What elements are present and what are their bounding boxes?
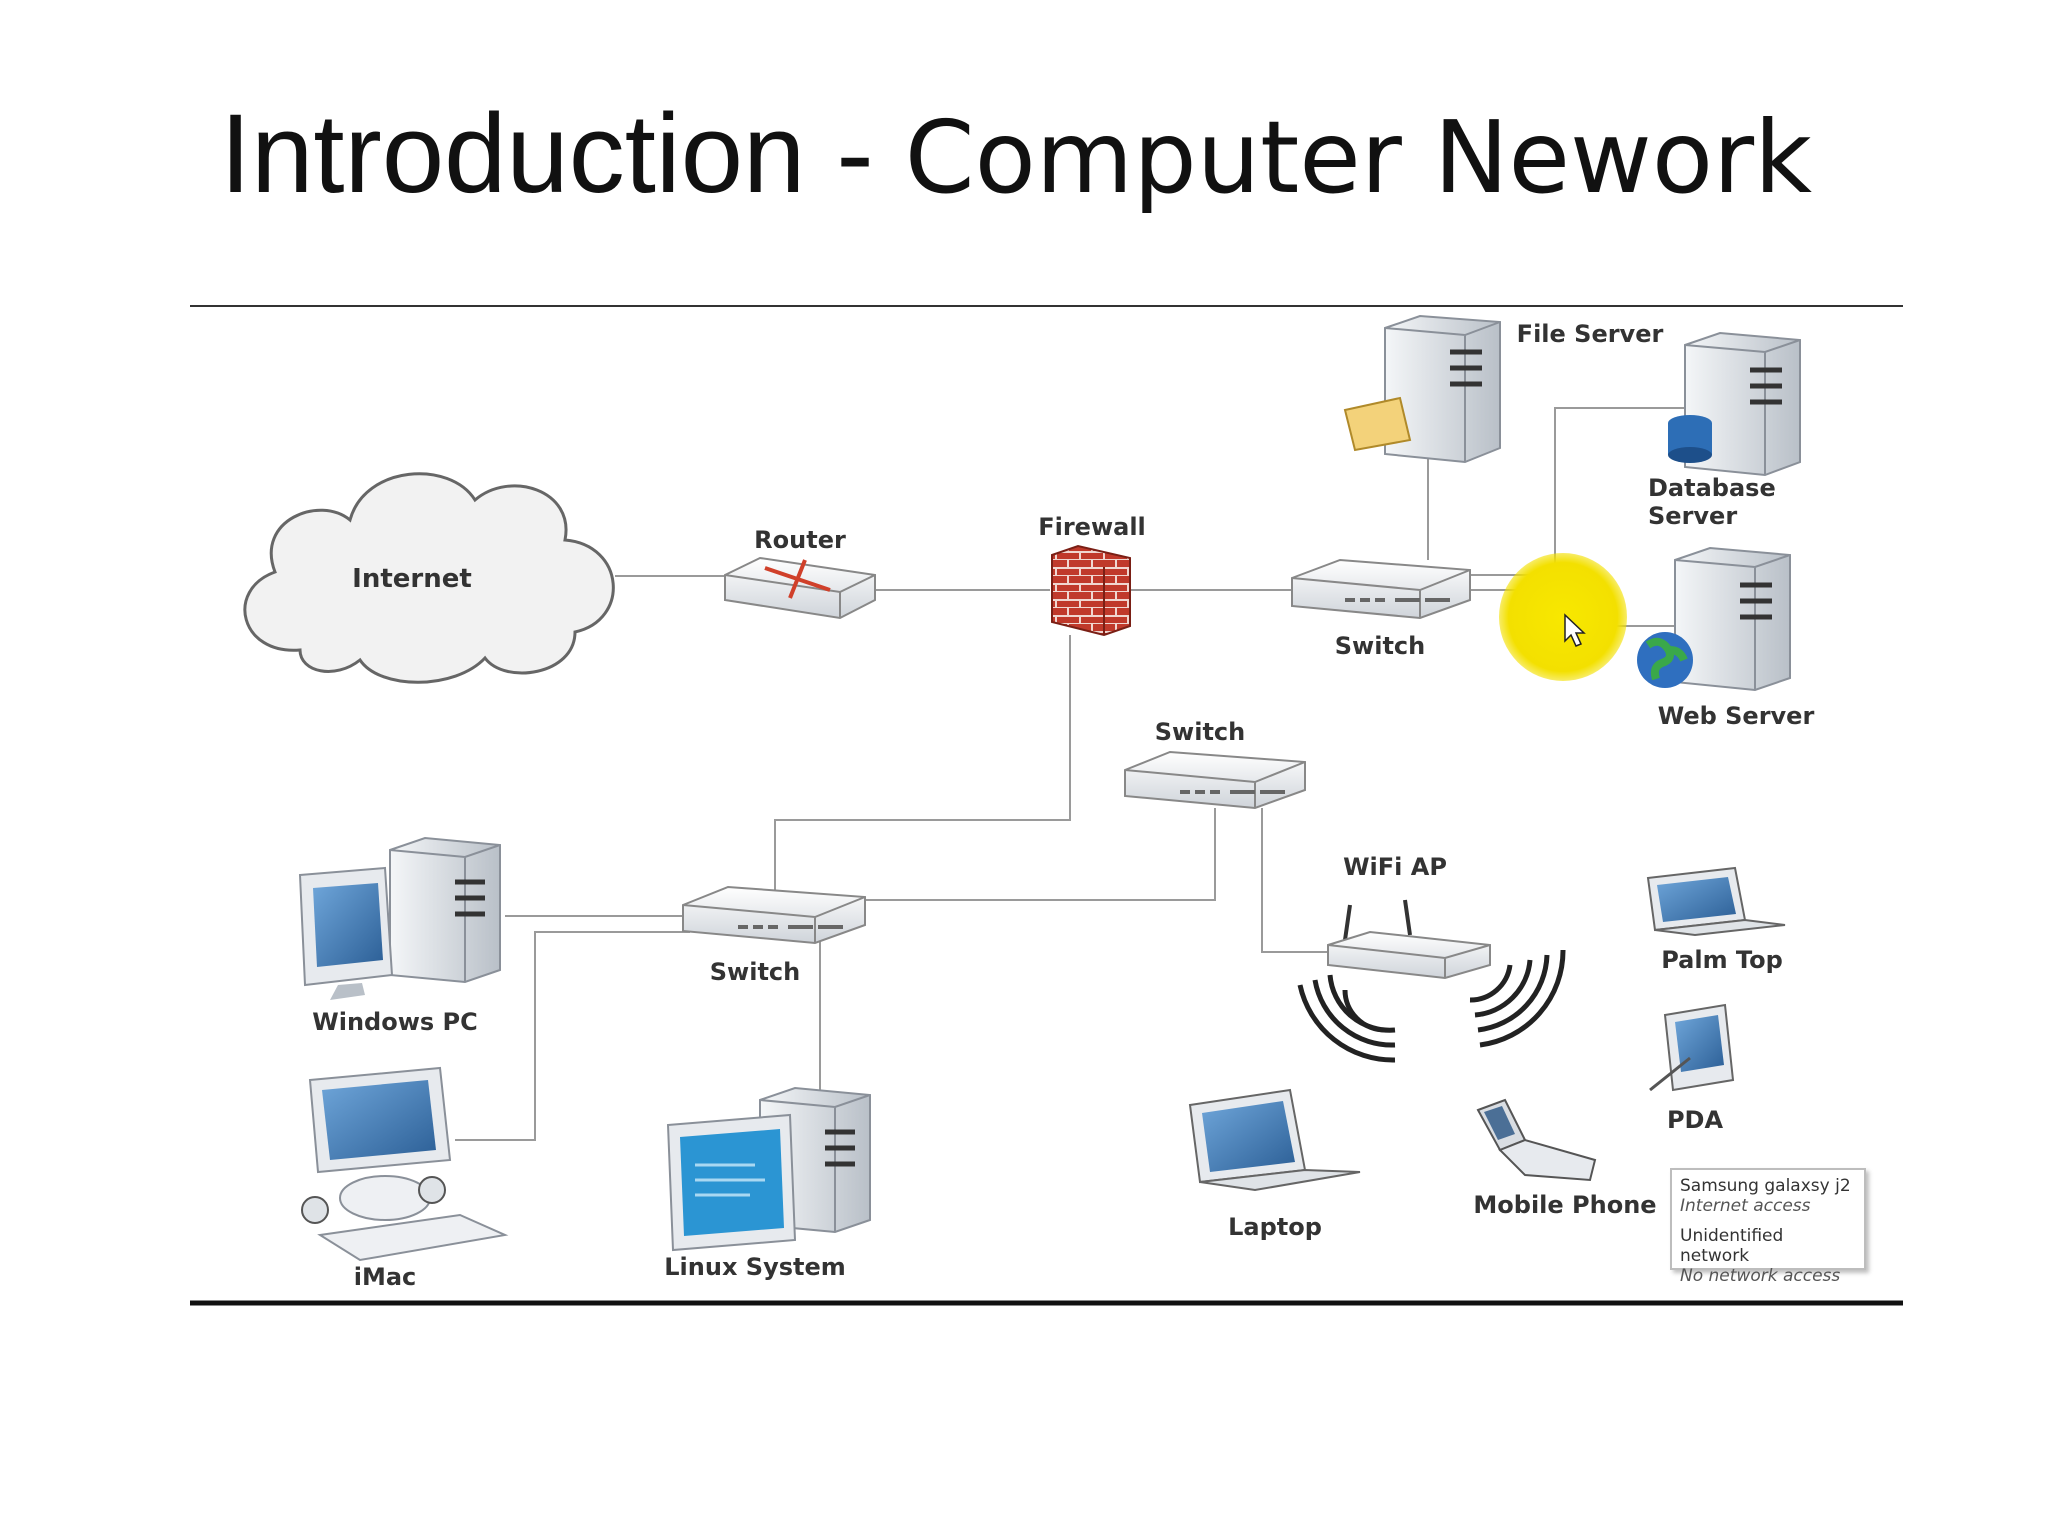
imac-icon	[301, 1066, 509, 1262]
label-switch-top: Switch	[1335, 632, 1425, 660]
link-switchmid-switchleft	[865, 808, 1216, 901]
cloud-icon	[243, 472, 615, 684]
switch-top-icon	[1291, 558, 1471, 620]
tooltip-other-network-name: Unidentified network	[1680, 1226, 1784, 1266]
link-switch-dbserver	[1470, 407, 1685, 576]
tooltip-other-network-status: No network access	[1680, 1266, 1841, 1286]
label-linux-system: Linux System	[664, 1253, 846, 1281]
palm-top-icon	[1646, 866, 1786, 937]
pda-icon	[1649, 1003, 1735, 1092]
link-switchleft-imac	[455, 931, 690, 1141]
switch-mid-icon	[1124, 750, 1306, 810]
label-router: Router	[754, 526, 846, 554]
linux-system-icon	[666, 1086, 871, 1252]
link-switchmid-wifi	[1261, 808, 1330, 953]
firewall-icon	[1051, 544, 1131, 637]
label-switch-left: Switch	[710, 958, 800, 986]
network-status-tooltip: Samsung galaxsy j2 Internet access Unide…	[1670, 1168, 1866, 1286]
tooltip-network-status: Internet access	[1680, 1196, 1811, 1216]
label-database-server-1: Database	[1648, 474, 1776, 502]
slide-title: Introduction - Computer Nework	[220, 92, 1812, 215]
label-web-server: Web Server	[1658, 702, 1815, 730]
link-firewall-switchleft	[774, 635, 1071, 898]
tooltip-network-name: Samsung galaxsy j2	[1680, 1176, 1851, 1196]
laptop-icon	[1188, 1088, 1361, 1192]
label-palm-top: Palm Top	[1661, 946, 1783, 974]
title-rest: Computer Nework	[904, 99, 1813, 216]
cursor-highlight	[1499, 553, 1627, 681]
mouse-pointer-icon	[1564, 613, 1586, 647]
label-mobile-phone: Mobile Phone	[1473, 1191, 1656, 1219]
label-wifi-ap: WiFi AP	[1343, 853, 1447, 881]
router-icon	[724, 556, 876, 620]
label-imac: iMac	[354, 1263, 417, 1291]
label-database-server-2: Server	[1648, 502, 1737, 530]
label-switch-mid: Switch	[1155, 718, 1245, 746]
file-server-icon	[1343, 314, 1501, 464]
label-laptop: Laptop	[1228, 1213, 1322, 1241]
title-main: Introduction -	[220, 91, 905, 216]
label-file-server: File Server	[1517, 320, 1664, 348]
web-server-icon	[1637, 546, 1791, 692]
label-windows-pc: Windows PC	[312, 1008, 477, 1036]
label-pda: PDA	[1667, 1106, 1724, 1134]
switch-left-icon	[682, 885, 866, 945]
windows-pc-icon	[298, 836, 501, 1000]
label-firewall: Firewall	[1038, 513, 1146, 541]
database-server-icon	[1668, 331, 1801, 477]
wifi-ap-icon	[1297, 899, 1566, 1063]
mobile-phone-icon	[1476, 1098, 1597, 1182]
label-internet: Internet	[352, 564, 472, 594]
